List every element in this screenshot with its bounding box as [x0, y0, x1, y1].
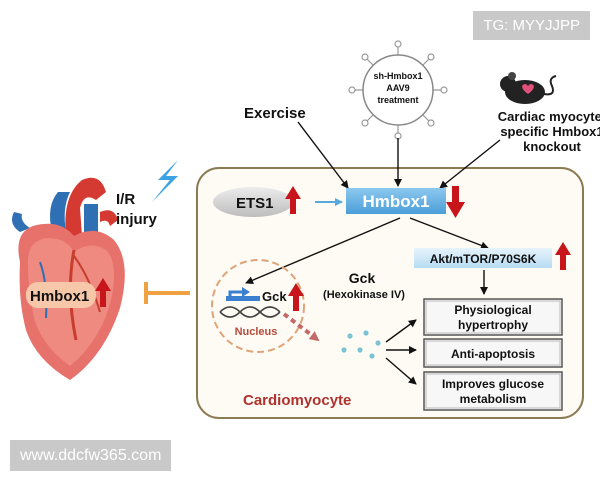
- watermark-top-right: TG: MYYJJPP: [473, 11, 590, 40]
- nucleus-label: Nucleus: [235, 326, 278, 338]
- outcome-hypertrophy-line1: Physiological: [454, 303, 531, 317]
- virus-icon: [348, 40, 448, 140]
- ir-label-line2: injury: [116, 211, 157, 228]
- heart-hmbox1-up-arrow: [95, 278, 111, 307]
- heart-hmbox1-label: Hmbox1: [30, 288, 89, 305]
- akt-up-arrow: [555, 242, 571, 270]
- outcome-antiapoptosis-label: Anti-apoptosis: [451, 347, 535, 361]
- outcome-hypertrophy-line2: hypertrophy: [458, 318, 528, 332]
- gck-protein-label: Gck: [349, 270, 376, 286]
- knockout-arrow: [439, 139, 501, 189]
- gck-to-glucose-arrow: [385, 357, 417, 385]
- knockout-label-line2: specific Hmbox1: [500, 124, 600, 139]
- dna-icon: [219, 306, 281, 318]
- outcome-box-antiapoptosis: [423, 338, 563, 368]
- hmbox1-to-akt-arrow: [409, 217, 489, 250]
- mouse-icon: [500, 72, 557, 104]
- watermark-bottom-left: www.ddcfw365.com: [10, 440, 172, 471]
- lightning-icon: [152, 160, 178, 202]
- outcome-box-glucose: [423, 371, 563, 411]
- ets1-node: [213, 187, 293, 217]
- gck-protein-sublabel: (Hexokinase IV): [323, 289, 405, 301]
- exercise-label: Exercise: [244, 105, 306, 122]
- ets1-label: ETS1: [236, 195, 274, 212]
- gck-molecules-icon: [341, 330, 381, 359]
- cardiomyocyte-label: Cardiomyocyte: [243, 392, 351, 409]
- hmbox1-node: [346, 188, 446, 214]
- gene-promoter-icon: [226, 287, 260, 301]
- gck-gene-label: Gck: [262, 289, 287, 304]
- hmbox1-to-gck-arrow: [245, 217, 401, 284]
- virus-label-line2: AAV9: [386, 83, 409, 93]
- virus-label-line3: treatment: [377, 95, 418, 105]
- inhibition-symbol: [144, 282, 190, 304]
- ets1-up-arrow: [285, 186, 301, 214]
- ir-label-line1: I/R: [116, 191, 135, 208]
- akt-label: Akt/mTOR/P70S6K: [430, 252, 537, 266]
- hmbox1-label: Hmbox1: [362, 192, 429, 211]
- outcome-glucose-line1: Improves glucose: [442, 377, 544, 391]
- translation-arrow: [282, 312, 320, 342]
- knockout-label-line1: Cardiac myocyte-: [498, 109, 600, 124]
- heart-illustration: [12, 177, 125, 380]
- knockout-label-line3: knockout: [523, 139, 581, 154]
- gck-to-hypertrophy-arrow: [385, 319, 417, 343]
- akt-node: [414, 248, 552, 268]
- hmbox1-down-arrow: [446, 186, 465, 218]
- gck-gene-up-arrow: [288, 283, 304, 311]
- outcome-box-hypertrophy: [423, 298, 563, 336]
- nucleus-boundary: [211, 259, 305, 353]
- outcome-glucose-line2: metabolism: [460, 392, 527, 406]
- exercise-arrow: [297, 121, 349, 189]
- virus-label-line1: sh-Hmbox1: [373, 71, 422, 81]
